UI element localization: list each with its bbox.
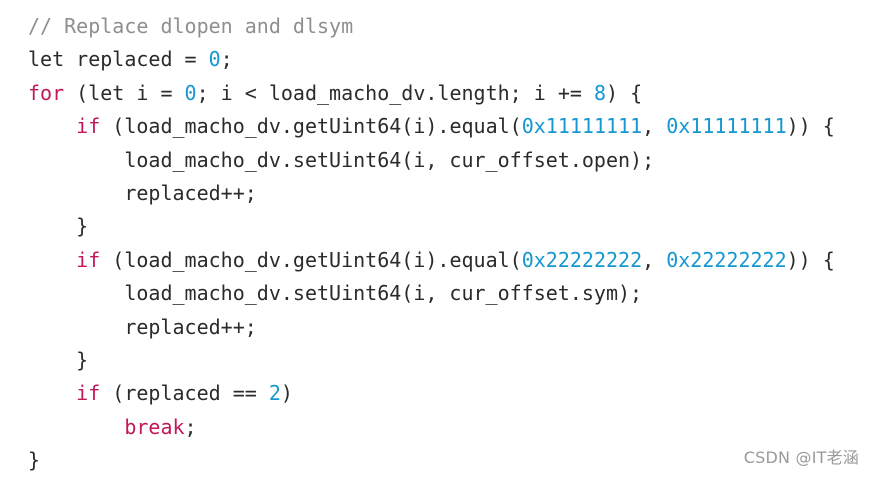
code-token-text: (let i = <box>64 80 185 105</box>
code-token-text: ) { <box>606 80 643 105</box>
code-token-keyword: for <box>28 80 65 105</box>
code-line: } <box>28 444 858 477</box>
code-token-number: 0x11111111 <box>521 114 643 139</box>
code-token-text: (load_macho_dv.getUint64(i).equal( <box>100 114 522 139</box>
code-token-number: 0 <box>208 47 221 72</box>
code-token-text: } <box>28 347 89 372</box>
code-token-text: ) <box>280 381 293 406</box>
code-token-number: 8 <box>593 80 606 105</box>
code-token-comment: // Replace dlopen and dlsym <box>28 14 354 38</box>
code-block: // Replace dlopen and dlsym let replaced … <box>28 10 858 472</box>
code-line: load_macho_dv.setUint64(i, cur_offset.sy… <box>28 277 858 310</box>
code-token-keyword: if <box>76 114 101 139</box>
code-token-text: ; i < load_macho_dv.length; i += <box>196 80 594 105</box>
code-token-text: )) { <box>786 114 835 139</box>
code-token-number: 0x22222222 <box>521 247 643 272</box>
code-line: break; <box>28 411 858 444</box>
code-line: for (let i = 0; i < load_macho_dv.length… <box>28 77 858 110</box>
code-token-text: ; <box>184 414 197 439</box>
code-token-text: let replaced = <box>28 47 209 72</box>
code-token-number: 2 <box>268 381 281 406</box>
code-line: // Replace dlopen and dlsym <box>28 10 858 43</box>
code-token-number: 0 <box>184 80 197 105</box>
code-token-text <box>28 415 124 439</box>
code-line: let replaced = 0; <box>28 43 858 76</box>
code-token-text: replaced++; <box>28 180 257 205</box>
watermark-label: CSDN @IT老涵 <box>743 448 859 467</box>
code-line: replaced++; <box>28 311 858 344</box>
code-line: replaced++; <box>28 177 858 210</box>
code-token-text: , <box>642 247 667 272</box>
code-token-text: (load_macho_dv.getUint64(i).equal( <box>100 247 522 272</box>
code-line: } <box>28 344 858 377</box>
code-token-keyword: if <box>76 381 101 406</box>
code-line: if (load_macho_dv.getUint64(i).equal(0x1… <box>28 110 858 143</box>
code-token-text: )) { <box>786 247 835 272</box>
code-token-text <box>28 114 76 138</box>
code-token-text: ; <box>220 47 233 72</box>
code-token-text: } <box>28 214 89 239</box>
code-token-text: load_macho_dv.setUint64(i, cur_offset.op… <box>28 147 655 172</box>
code-line: if (load_macho_dv.getUint64(i).equal(0x2… <box>28 244 858 277</box>
code-token-number: 0x11111111 <box>666 114 787 139</box>
code-line: if (replaced == 2) <box>28 377 858 410</box>
code-line: } <box>28 210 858 243</box>
code-token-keyword: break <box>124 414 185 439</box>
code-token-text: (replaced == <box>100 381 269 406</box>
code-token-keyword: if <box>76 247 101 272</box>
code-token-text: , <box>642 114 667 139</box>
code-token-text: load_macho_dv.setUint64(i, cur_offset.sy… <box>28 281 643 306</box>
code-token-text: } <box>28 448 41 473</box>
code-line: load_macho_dv.setUint64(i, cur_offset.op… <box>28 144 858 177</box>
code-token-number: 0x22222222 <box>666 247 787 272</box>
code-token-text <box>28 381 76 405</box>
code-token-text: replaced++; <box>28 314 257 339</box>
code-token-text <box>28 248 76 272</box>
